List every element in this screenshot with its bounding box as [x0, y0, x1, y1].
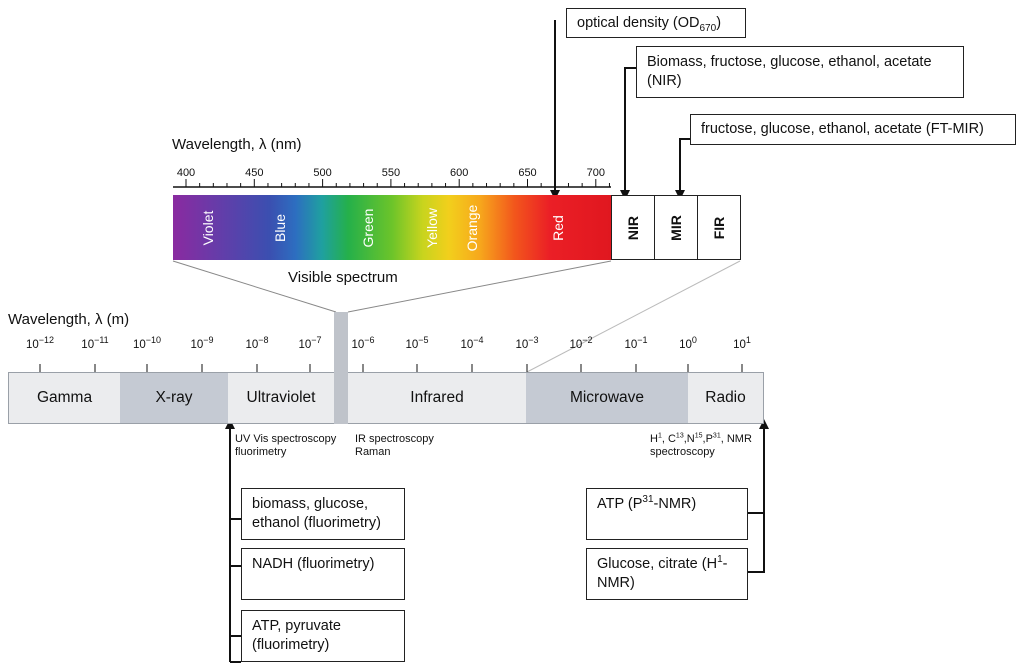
- visible-color-orange: Orange: [464, 204, 480, 252]
- visible-color-green: Green: [360, 208, 376, 248]
- mir-box: MIR: [654, 195, 698, 260]
- mir-analytes-box: fructose, glucose, ethanol, acetate (FT-…: [690, 114, 1016, 145]
- m-tick-label: 10−6: [351, 335, 375, 351]
- nm-tick-label: 450: [245, 167, 264, 179]
- m-tick-label: 100: [679, 335, 697, 351]
- m-tick-label: 10−4: [460, 335, 484, 351]
- visible-spectrum-caption: Visible spectrum: [288, 269, 398, 286]
- box-biomass-fluorimetry: biomass, glucose, ethanol (fluorimetry): [241, 488, 405, 540]
- arrow-nir: [620, 67, 636, 200]
- nm-tick-label: 550: [381, 167, 401, 179]
- visible-slot: [334, 312, 348, 424]
- zoom-line-right: [347, 260, 612, 313]
- band-radio: Radio: [688, 372, 764, 424]
- nm-tick-label: 600: [450, 167, 469, 179]
- visible-color-blue: Blue: [272, 213, 288, 243]
- band-infrared: Infrared: [348, 372, 526, 424]
- m-tick-label: 10−10: [132, 335, 162, 351]
- zoom-line-left: [172, 260, 337, 313]
- box-atp-pyruvate-fluorimetry: ATP, pyruvate (fluorimetry): [241, 610, 405, 662]
- box-nadh-fluorimetry: NADH (fluorimetry): [241, 548, 405, 600]
- nm-tick-label: 700: [586, 167, 605, 179]
- box-atp-p31-nmr: ATP (P31-NMR): [586, 488, 748, 540]
- nm-tick-label: 650: [518, 167, 537, 179]
- arrow-nmr: [748, 419, 769, 573]
- m-tick-label: 10−7: [298, 335, 322, 351]
- note-ir-raman: IR spectroscopy Raman: [355, 433, 434, 458]
- m-tick-label: 101: [733, 335, 751, 351]
- band-gamma: Gamma: [8, 372, 120, 424]
- visible-color-yellow: Yellow: [424, 208, 440, 248]
- m-tick-label: 10−12: [25, 335, 55, 351]
- band-ultraviolet: Ultraviolet: [228, 372, 334, 424]
- od-box: optical density (OD670): [566, 8, 746, 38]
- note-nmr: H1, C13,N15,P31, NMR spectroscopy: [650, 432, 752, 458]
- m-tick-label: 10−5: [405, 335, 429, 351]
- m-tick-label: 10−9: [190, 335, 214, 351]
- band-xray: X-ray: [120, 372, 228, 424]
- arrow-mir: [675, 138, 690, 200]
- band-microwave: Microwave: [526, 372, 688, 424]
- m-tick-label: 10−1: [624, 335, 648, 351]
- zoom-line-ir: [526, 260, 741, 373]
- note-uv-vis: UV Vis spectroscopy fluorimetry: [235, 433, 337, 458]
- m-axis-ticks: [39, 364, 743, 372]
- m-tick-label: 10−3: [515, 335, 539, 351]
- visible-band: [173, 195, 611, 260]
- nm-axis-title: Wavelength, λ (nm): [172, 136, 302, 153]
- m-tick-label: 10−2: [569, 335, 593, 351]
- m-axis-title: Wavelength, λ (m): [8, 311, 130, 328]
- nm-tick-label: 500: [313, 167, 332, 179]
- box-glucose-citrate-h1-nmr: Glucose, citrate (H1-NMR): [586, 548, 748, 600]
- nm-tick-label: 400: [176, 167, 196, 179]
- nir-analytes-box: Biomass, fructose, glucose, ethanol, ace…: [636, 46, 964, 98]
- fir-box: FIR: [697, 195, 741, 260]
- m-tick-label: 10−11: [81, 335, 109, 351]
- nir-box: NIR: [611, 195, 655, 260]
- nm-axis-ticks: [185, 179, 610, 187]
- m-tick-label: 10−8: [245, 335, 269, 351]
- visible-color-violet: Violet: [200, 210, 216, 246]
- visible-color-red: Red: [550, 215, 566, 241]
